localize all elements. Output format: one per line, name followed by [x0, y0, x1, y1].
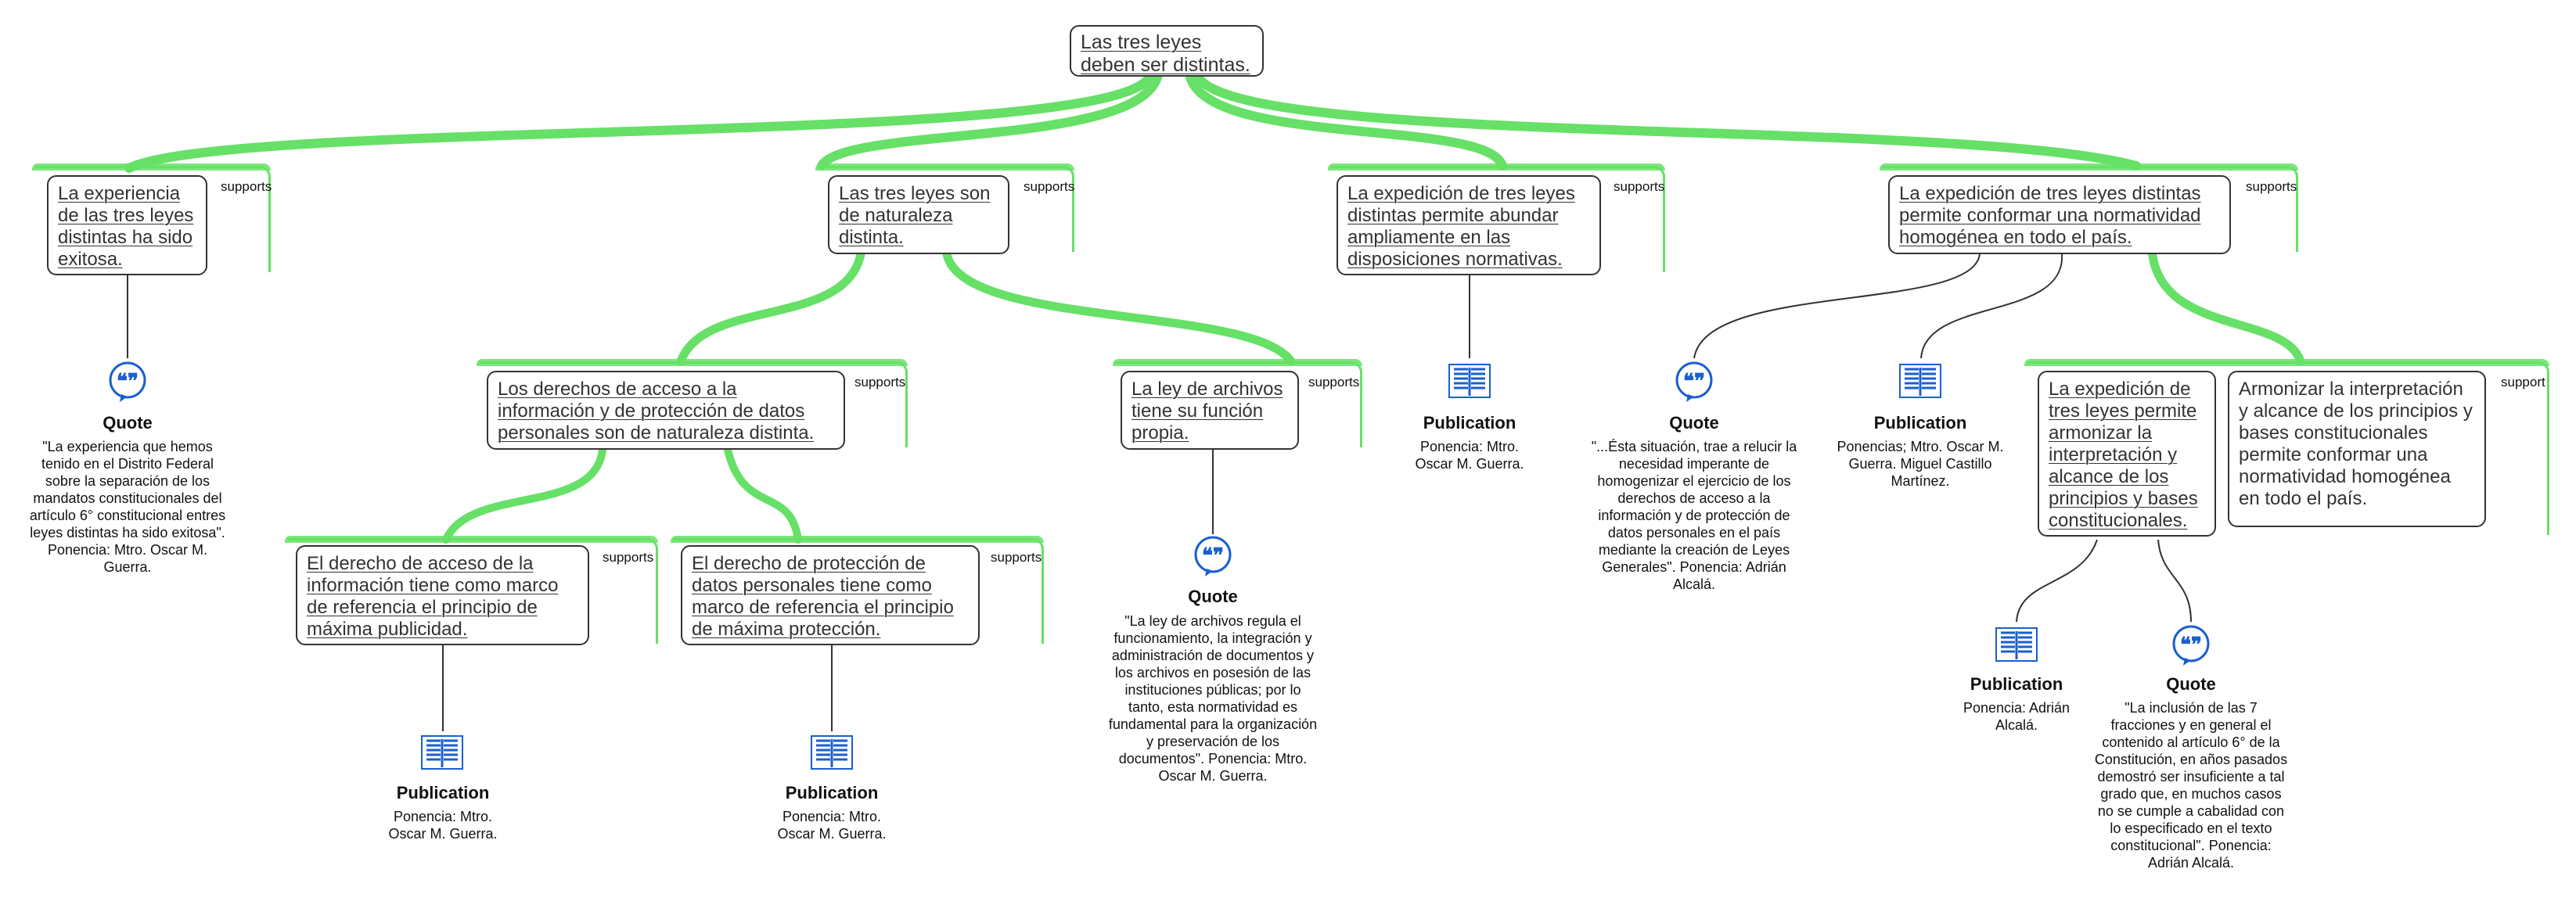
- svg-text:❝❞: ❝❞: [1683, 370, 1705, 393]
- support-connector: [1185, 70, 1507, 171]
- open-book-icon: [811, 735, 853, 770]
- claim-node[interactable]: La expedición de tres leyes distintas pe…: [1337, 175, 1601, 275]
- support-frame: [1880, 163, 2298, 252]
- evidence-type: Publication: [1873, 413, 1967, 433]
- support-frame: [815, 163, 1074, 252]
- claim-node[interactable]: Armonizar la interpretación y alcance de…: [2228, 371, 2486, 527]
- claim-node[interactable]: El derecho de acceso de la información t…: [296, 545, 589, 645]
- support-connector: [817, 70, 1163, 171]
- claim-node[interactable]: La expedición de tres leyes permite armo…: [2038, 371, 2216, 537]
- support-frame: [2024, 359, 2549, 535]
- claim-node[interactable]: Los derechos de acceso a la información …: [487, 371, 845, 450]
- root-claim[interactable]: Las tres leyes deben ser distintas.: [1070, 25, 1264, 77]
- evidence-type: Quote: [2166, 674, 2216, 694]
- evidence-type: Quote: [1188, 587, 1238, 606]
- claim-node[interactable]: Las tres leyes son de naturaleza distint…: [828, 175, 1009, 254]
- evidence-type: Quote: [103, 413, 153, 433]
- support-connector: [124, 70, 1155, 173]
- evidence-connector: [2016, 539, 2098, 623]
- support-label: supports: [221, 179, 272, 194]
- evidence-type: Publication: [1970, 674, 2063, 694]
- support-frame: [1113, 359, 1362, 447]
- open-book-icon: [1995, 627, 2038, 662]
- evidence-connector: [1920, 253, 2063, 359]
- support-label: supports: [1308, 375, 1360, 390]
- evidence-text: "La ley de archivos regula el funcionami…: [1108, 613, 1318, 784]
- open-book-icon: [421, 735, 463, 770]
- support-frame: [1328, 163, 1665, 272]
- evidence-type: Publication: [396, 783, 490, 802]
- claim-node[interactable]: La expedición de tres leyes distintas pe…: [1888, 175, 2231, 254]
- support-connector: [676, 250, 865, 366]
- open-book-icon: [1899, 364, 1941, 398]
- support-label: supports: [1024, 179, 1075, 194]
- support-label: supports: [603, 550, 654, 565]
- quote-bubble-icon: ❝❞: [1194, 536, 1232, 576]
- evidence-text: Ponencia: Mtro. Oscar M. Guerra.: [388, 809, 498, 842]
- evidence-text: "...Ésta situación, trae a relucir la ne…: [1591, 439, 1797, 592]
- support-connector: [1193, 70, 2141, 171]
- evidence-connector: [2157, 539, 2192, 623]
- evidence-type: Publication: [785, 783, 879, 802]
- support-label: supports: [2246, 179, 2297, 194]
- quote-bubble-icon: ❝❞: [1675, 361, 1713, 402]
- svg-text:❝❞: ❝❞: [117, 370, 139, 393]
- claim-node[interactable]: La experiencia de las tres leyes distint…: [47, 175, 207, 275]
- evidence-connector: [1693, 253, 1981, 359]
- claim-node[interactable]: La ley de archivos tiene su función prop…: [1121, 371, 1299, 450]
- support-connector: [442, 446, 606, 544]
- evidence-text: Ponencia: Adrián Alcalá.: [1963, 700, 2071, 733]
- evidence-text: Ponencias; Mtro. Oscar M. Guerra. Miguel…: [1837, 439, 2004, 489]
- evidence-type: Quote: [1669, 413, 1719, 433]
- support-connector: [724, 446, 802, 544]
- claim-node[interactable]: El derecho de protección de datos person…: [681, 545, 980, 645]
- support-connector: [942, 250, 1296, 366]
- support-frame: [477, 359, 908, 447]
- evidence-text: "La experiencia que hemos tenido en el D…: [29, 439, 226, 575]
- support-frame: [671, 536, 1044, 644]
- support-label: support: [2501, 375, 2545, 390]
- support-label: supports: [991, 550, 1042, 565]
- evidence-text: Ponencia: Mtro. Oscar M. Guerra.: [777, 809, 887, 842]
- open-book-icon: [1448, 364, 1491, 398]
- evidence-text: Ponencia: Mtro. Oscar M. Guerra.: [1415, 439, 1524, 472]
- evidence-type: Publication: [1423, 413, 1516, 433]
- support-frame: [32, 163, 271, 272]
- support-label: supports: [1614, 179, 1665, 194]
- evidence-text: "La inclusión de las 7 fracciones y en g…: [2094, 700, 2288, 871]
- support-frame: [285, 536, 658, 644]
- quote-bubble-icon: ❝❞: [109, 361, 146, 402]
- svg-text:❝❞: ❝❞: [2180, 634, 2202, 657]
- support-label: supports: [854, 375, 906, 390]
- support-connector: [2147, 246, 2305, 366]
- quote-bubble-icon: ❝❞: [2172, 625, 2210, 666]
- svg-text:❝❞: ❝❞: [1202, 544, 1224, 568]
